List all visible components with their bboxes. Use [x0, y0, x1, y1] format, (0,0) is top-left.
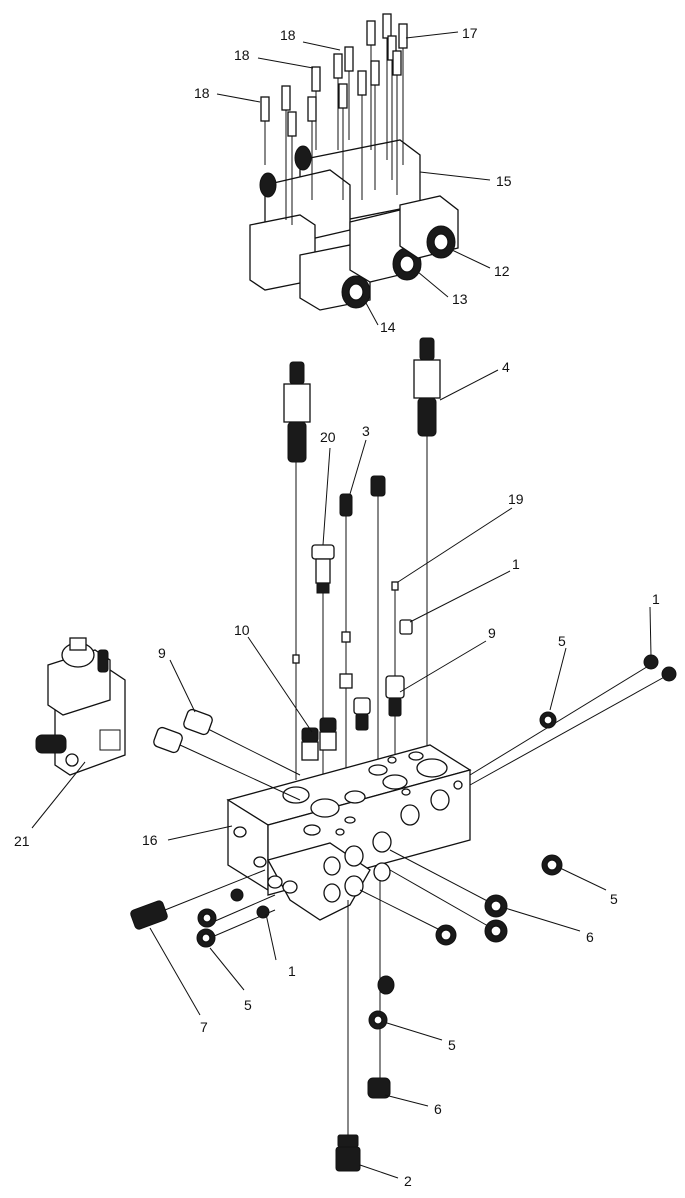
callout-5-right: 5	[610, 891, 618, 907]
callout-9-left: 9	[158, 645, 166, 661]
orifice-3	[339, 493, 353, 790]
callout-5-bottom: 5	[448, 1037, 456, 1053]
callout-15: 15	[496, 173, 512, 189]
cartridge-valve-4	[413, 337, 441, 760]
valve-9-right	[385, 675, 405, 717]
left-fittings	[130, 869, 276, 948]
callout-21: 21	[14, 833, 30, 849]
callout-6-bottom: 6	[434, 1101, 442, 1117]
bottom-plugs	[335, 880, 395, 1172]
plug-5-right	[541, 854, 563, 876]
solenoid-valve-group	[249, 13, 459, 311]
plug-20	[311, 544, 335, 780]
callout-1-top: 1	[512, 556, 520, 572]
callout-9-right: 9	[488, 625, 496, 641]
callout-12: 12	[494, 263, 510, 279]
callout-19: 19	[508, 491, 524, 507]
callout-5-upper: 5	[558, 633, 566, 649]
callout-18-mid: 18	[234, 47, 250, 63]
callout-20: 20	[320, 429, 336, 445]
leader-lines	[31, 31, 652, 1179]
callout-18-left: 18	[194, 85, 210, 101]
callout-7: 7	[200, 1019, 208, 1035]
left-tubes	[153, 708, 301, 801]
callout-4: 4	[502, 359, 510, 375]
callout-13: 13	[452, 291, 468, 307]
callout-3: 3	[362, 423, 370, 439]
solenoid-module-21	[35, 637, 126, 776]
callout-17: 17	[462, 25, 478, 41]
solenoid-coil-12	[399, 195, 459, 259]
callout-14: 14	[380, 319, 396, 335]
callout-5-left: 5	[244, 997, 252, 1013]
callout-16: 16	[142, 832, 158, 848]
valve-10-cluster	[292, 654, 371, 761]
plug-1-top	[399, 619, 413, 635]
cartridge-valve-left	[283, 361, 311, 780]
callout-1-right: 1	[652, 591, 660, 607]
mounting-screws	[260, 13, 408, 225]
manifold-block-16	[226, 744, 472, 921]
callout-labels: 17 18 18 18 15 12 13 14 4 20 3 19 1 9 1 …	[14, 25, 660, 1189]
callout-10: 10	[234, 622, 250, 638]
callout-2: 2	[404, 1173, 412, 1189]
orifice-right	[370, 475, 386, 780]
callout-1-bottom: 1	[288, 963, 296, 979]
callout-18-top: 18	[280, 27, 296, 43]
plugs-6-right	[359, 849, 508, 946]
right-tubes	[469, 654, 677, 786]
callout-6-right: 6	[586, 929, 594, 945]
